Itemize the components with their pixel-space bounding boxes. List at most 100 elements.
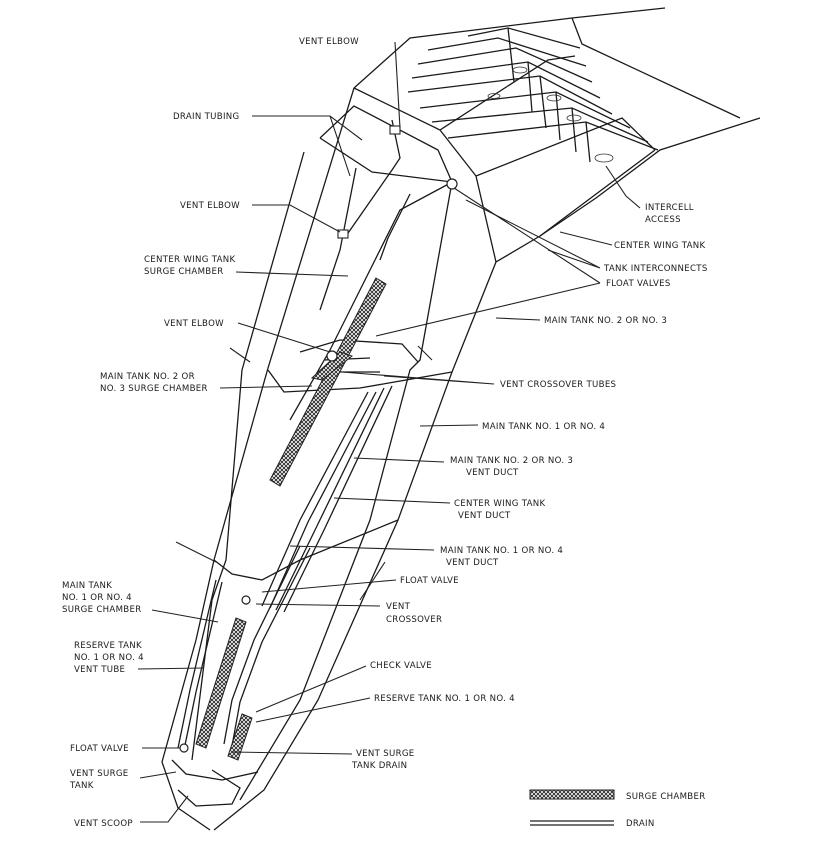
vent-elbow-tube — [345, 119, 401, 237]
leader — [353, 457, 445, 463]
label-center-wing-surge-1: CENTER WING TANK — [144, 255, 235, 265]
leader — [252, 204, 341, 233]
label-center-wing-surge-2: SURGE CHAMBER — [144, 267, 224, 277]
label-main14-duct-2: VENT DUCT — [446, 558, 499, 568]
leader — [559, 231, 613, 246]
leader — [255, 603, 381, 607]
vent-elbow-joint — [326, 350, 338, 362]
leader — [333, 497, 451, 504]
label-vent-crossover-1: VENT — [386, 602, 411, 612]
label-tank-interconnects: TANK INTERCONNECTS — [603, 264, 708, 274]
label-cwt-duct-1: CENTER WING TANK — [454, 499, 545, 509]
wing-outer-right-edge — [213, 117, 761, 831]
main-14-surge-chamber — [195, 617, 247, 749]
center-wing-vent-duct — [275, 387, 385, 611]
label-reserve-vent-tube-1: RESERVE TANK — [74, 641, 142, 651]
leader — [175, 541, 217, 563]
leader — [229, 347, 251, 363]
center-wing-tank-ribs — [407, 27, 659, 151]
label-intercell-1: INTERCELL — [645, 203, 694, 213]
label-main14-surge-3: SURGE CHAMBER — [62, 605, 142, 615]
leader — [419, 424, 479, 427]
center-box-outline — [353, 7, 741, 263]
label-float-valves: FLOAT VALVES — [606, 279, 671, 289]
leader — [261, 579, 397, 593]
valves — [179, 125, 458, 753]
leader — [237, 322, 331, 353]
leader — [140, 795, 189, 823]
intercell-slot — [566, 114, 582, 122]
label-main23-surge-2: NO. 3 SURGE CHAMBER — [100, 384, 208, 394]
leader — [289, 545, 435, 551]
leader — [605, 165, 641, 209]
label-drain-tubing: DRAIN TUBING — [173, 112, 239, 122]
label-vent-elbow-top: VENT ELBOW — [299, 37, 359, 47]
center-wing-surge-chamber — [269, 277, 387, 487]
center-wing-tank-verticals — [507, 27, 591, 163]
label-main14-surge-1: MAIN TANK — [62, 581, 112, 591]
label-vent-surge-tank-1: VENT SURGE — [70, 769, 129, 779]
float-valve-mid — [241, 595, 251, 605]
main-14-vent-duct — [223, 545, 301, 745]
wing-outer-left-edge — [161, 87, 355, 831]
intercell-slot — [594, 153, 614, 163]
intercell-slot — [546, 94, 562, 102]
drain-tubing-main — [289, 179, 457, 421]
rib-center — [299, 339, 419, 363]
label-vent-crossover-tubes: VENT CROSSOVER TUBES — [500, 380, 616, 390]
labels: VENT ELBOW DRAIN TUBING VENT ELBOW CENTE… — [62, 37, 708, 829]
leader — [137, 667, 205, 670]
leader — [465, 199, 601, 269]
leader — [151, 609, 219, 623]
wing-structure — [161, 7, 761, 831]
center-box-rear — [439, 55, 656, 237]
label-reserve-tank: RESERVE TANK NO. 1 OR NO. 4 — [374, 694, 515, 704]
vent-elbow-tube-2 — [379, 193, 411, 261]
float-valve-top — [446, 178, 458, 190]
leader — [359, 561, 386, 601]
legend-surge-chamber-label: SURGE CHAMBER — [626, 792, 706, 802]
label-main14-surge-2: NO. 1 OR NO. 4 — [62, 593, 132, 603]
surge-chambers — [195, 277, 387, 761]
main-14-vent-duct-2 — [231, 547, 311, 747]
leader — [375, 187, 601, 337]
reserve-vent-tube — [177, 579, 217, 749]
vent-elbow-block — [389, 125, 401, 135]
center-wing-vent-duct-2 — [283, 385, 393, 613]
leader — [394, 41, 401, 129]
leader-lines — [137, 41, 641, 823]
wing-inner-spar-rear — [239, 181, 453, 801]
main-23-vent-duct — [261, 391, 369, 607]
leader — [255, 665, 367, 713]
label-vent-surge-drain-2: TANK DRAIN — [351, 761, 407, 771]
label-vent-surge-drain-1: VENT SURGE — [356, 749, 415, 759]
intercell-access-slots — [487, 66, 614, 163]
label-main23-duct-2: VENT DUCT — [466, 468, 519, 478]
rib-main-14 — [213, 519, 399, 581]
label-check-valve: CHECK VALVE — [370, 661, 432, 671]
legend-drain-label: DRAIN — [626, 819, 655, 829]
label-vent-surge-tank-2: TANK — [69, 781, 94, 791]
label-main-tank-23: MAIN TANK NO. 2 OR NO. 3 — [544, 316, 667, 326]
leader — [252, 115, 363, 177]
leader — [341, 371, 495, 385]
label-float-valve-right: FLOAT VALVE — [400, 576, 459, 586]
leader — [235, 271, 349, 277]
leader — [495, 317, 541, 321]
leader — [219, 385, 313, 389]
leader — [139, 771, 177, 779]
legend: SURGE CHAMBER DRAIN — [529, 789, 706, 829]
drain-tubing-secondary — [319, 167, 357, 311]
leader — [255, 697, 371, 723]
label-reserve-vent-tube-2: NO. 1 OR NO. 4 — [74, 653, 144, 663]
reserve-surge-section — [227, 713, 253, 761]
label-main23-duct-1: MAIN TANK NO. 2 OR NO. 3 — [450, 456, 573, 466]
label-float-valve-left: FLOAT VALVE — [70, 744, 129, 754]
label-center-wing-tank: CENTER WING TANK — [614, 241, 705, 251]
intercell-slot — [487, 93, 501, 99]
label-vent-scoop: VENT SCOOP — [74, 819, 133, 829]
rib-surge — [171, 759, 259, 781]
label-main23-surge-1: MAIN TANK NO. 2 OR — [100, 372, 195, 382]
